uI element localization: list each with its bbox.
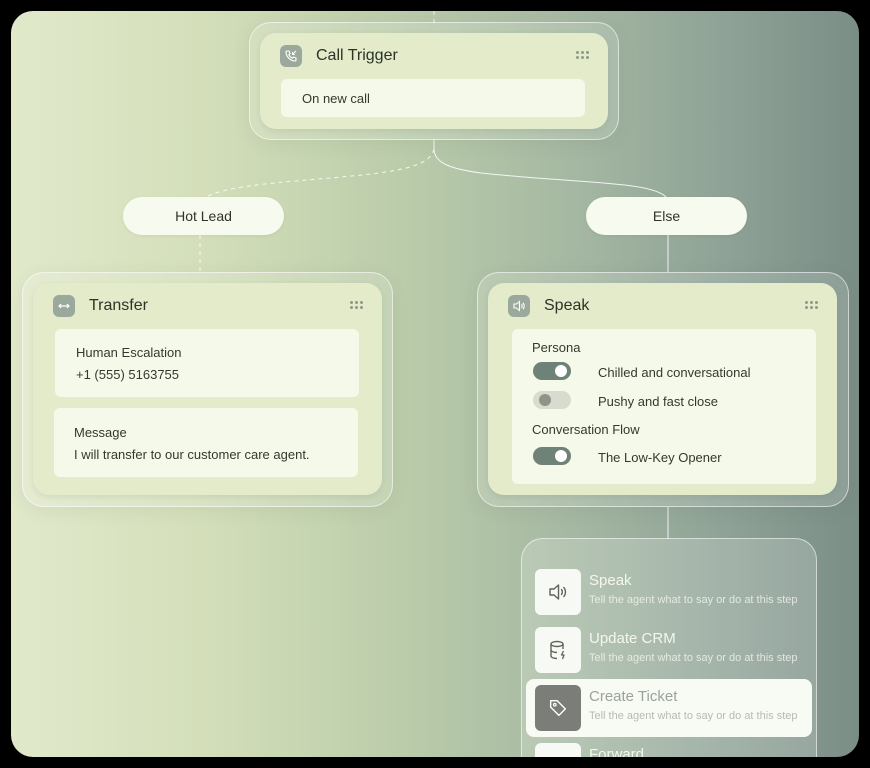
- message-field[interactable]: Message I will transfer to our customer …: [54, 408, 358, 477]
- message-text: I will transfer to our customer care age…: [74, 447, 310, 462]
- flow-option-low-key: The Low-Key Opener: [598, 450, 722, 465]
- action-title: Update CRM: [589, 630, 676, 647]
- trigger-value: On new call: [302, 91, 370, 106]
- escalation-field[interactable]: Human Escalation +1 (555) 5163755: [55, 329, 359, 397]
- action-item-update-crm[interactable]: Update CRM Tell the agent what to say or…: [526, 621, 812, 679]
- drag-handle-icon[interactable]: [576, 51, 590, 61]
- action-subtitle: Tell the agent what to say or do at this…: [589, 652, 798, 664]
- branch-else[interactable]: Else: [586, 197, 747, 235]
- trigger-value-field[interactable]: On new call: [281, 79, 585, 117]
- drag-handle-icon[interactable]: [350, 301, 364, 311]
- flow-toggle-low-key[interactable]: [533, 447, 571, 465]
- workflow-canvas[interactable]: Call Trigger On new call Hot Lead Else T…: [11, 11, 859, 757]
- persona-option-chilled: Chilled and conversational: [598, 365, 751, 380]
- transfer-title: Transfer: [89, 297, 148, 314]
- speak-card: Speak Persona Chilled and conversational…: [488, 283, 837, 495]
- phone-incoming-icon: [280, 45, 302, 67]
- action-item-forward[interactable]: Forward: [526, 737, 812, 757]
- speaker-icon: [508, 295, 530, 317]
- call-trigger-card: Call Trigger On new call: [260, 33, 608, 129]
- action-picker-menu: Speak Tell the agent what to say or do a…: [521, 538, 817, 757]
- escalation-phone: +1 (555) 5163755: [76, 367, 180, 382]
- action-title: Create Ticket: [589, 688, 678, 705]
- call-trigger-node[interactable]: Call Trigger On new call: [249, 22, 619, 140]
- branch-hot-lead[interactable]: Hot Lead: [123, 197, 284, 235]
- call-trigger-header: Call Trigger: [280, 45, 590, 67]
- persona-toggle-pushy[interactable]: [533, 391, 571, 409]
- transfer-arrows-icon: [53, 295, 75, 317]
- transfer-header: Transfer: [53, 295, 364, 317]
- action-subtitle: Tell the agent what to say or do at this…: [589, 594, 798, 606]
- persona-label: Persona: [532, 340, 581, 355]
- database-icon: [535, 627, 581, 673]
- action-subtitle: Tell the agent what to say or do at this…: [589, 710, 798, 722]
- speak-header: Speak: [508, 295, 819, 317]
- transfer-node[interactable]: Transfer Human Escalation +1 (555) 51637…: [22, 272, 393, 507]
- transfer-card: Transfer Human Escalation +1 (555) 51637…: [33, 283, 382, 495]
- action-title: Forward: [589, 746, 645, 757]
- drag-handle-icon[interactable]: [805, 301, 819, 311]
- persona-option-pushy: Pushy and fast close: [598, 394, 718, 409]
- action-title: Speak: [589, 572, 632, 589]
- speak-node[interactable]: Speak Persona Chilled and conversational…: [477, 272, 849, 507]
- speak-title: Speak: [544, 297, 590, 314]
- action-item-speak[interactable]: Speak Tell the agent what to say or do a…: [526, 563, 812, 621]
- message-label: Message: [74, 425, 127, 440]
- persona-toggle-chilled[interactable]: [533, 362, 571, 380]
- call-trigger-title: Call Trigger: [316, 47, 398, 64]
- tag-icon: [535, 685, 581, 731]
- speak-settings-panel: Persona Chilled and conversational Pushy…: [512, 329, 816, 484]
- conversation-flow-label: Conversation Flow: [532, 422, 640, 437]
- action-item-create-ticket[interactable]: Create Ticket Tell the agent what to say…: [526, 679, 812, 737]
- escalation-label: Human Escalation: [76, 345, 182, 360]
- speaker-icon: [535, 569, 581, 615]
- forward-icon: [535, 743, 581, 757]
